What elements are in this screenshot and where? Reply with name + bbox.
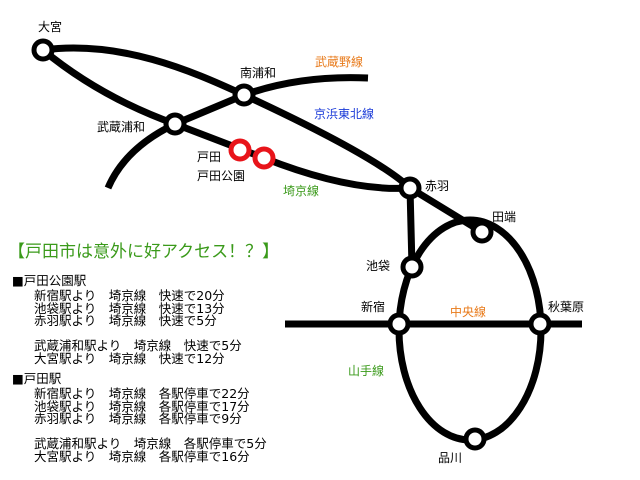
label-musashi-urawa: 武蔵浦和 xyxy=(97,120,146,134)
label-chuo-line: 中央線 xyxy=(450,305,487,319)
section-title-toda-koen: ■戸田公園駅 xyxy=(12,273,87,288)
access-line: 池袋駅より 埼京線 快速で13分 xyxy=(34,300,225,316)
access-list: 新宿駅より 埼京線 快速で20分池袋駅より 埼京線 快速で13分赤羽駅より 埼京… xyxy=(34,288,225,329)
access-line: 赤羽駅より 埼京線 各駅停車で9分 xyxy=(34,411,242,427)
station-toda[interactable] xyxy=(228,138,252,162)
station-akihabara[interactable] xyxy=(528,312,552,336)
label-tabata: 田端 xyxy=(492,210,517,224)
label-musashino-line: 武蔵野線 xyxy=(315,55,364,69)
label-yamanote-line: 山手線 xyxy=(348,364,385,378)
saikyo-line xyxy=(40,47,416,268)
access-line: 武蔵浦和駅より 埼京線 快速で5分 xyxy=(34,338,242,353)
access-line: 新宿駅より 埼京線 各駅停車で22分 xyxy=(34,386,250,401)
access-line: 池袋駅より 埼京線 各駅停車で17分 xyxy=(34,398,250,414)
station-omiya[interactable] xyxy=(31,38,55,62)
label-toda-koen: 戸田公園 xyxy=(197,169,246,183)
label-shinagawa: 品川 xyxy=(438,451,463,465)
station-shinagawa[interactable] xyxy=(463,427,487,451)
label-saikyo-line: 埼京線 xyxy=(283,184,320,198)
label-akabane: 赤羽 xyxy=(425,179,450,193)
access-list: 新宿駅より 埼京線 各駅停車で22分池袋駅より 埼京線 各駅停車で17分赤羽駅よ… xyxy=(34,386,250,427)
station-ikebukuro[interactable] xyxy=(400,255,424,279)
label-akihabara: 秋葉原 xyxy=(548,300,585,314)
access-line: 新宿駅より 埼京線 快速で20分 xyxy=(34,288,225,303)
label-ikebukuro: 池袋 xyxy=(366,259,391,273)
station-akabane[interactable] xyxy=(398,176,422,200)
label-keihin-tohoku-line: 京浜東北線 xyxy=(314,107,375,121)
station-minami-urawa[interactable] xyxy=(232,83,256,107)
access-line: 武蔵浦和駅より 埼京線 各駅停車で5分 xyxy=(34,436,267,451)
yamanote-line xyxy=(395,216,545,444)
station-shinjuku[interactable] xyxy=(387,312,411,336)
access-line: 大宮駅より 埼京線 各駅停車で16分 xyxy=(34,448,250,464)
access-line: 赤羽駅より 埼京線 快速で5分 xyxy=(34,313,217,329)
label-omiya: 大宮 xyxy=(38,20,63,34)
access-list: 武蔵浦和駅より 埼京線 各駅停車で5分大宮駅より 埼京線 各駅停車で16分 xyxy=(34,436,267,464)
station-tabata[interactable] xyxy=(470,220,494,244)
access-list: 武蔵浦和駅より 埼京線 快速で5分大宮駅より 埼京線 快速で12分 xyxy=(34,338,242,366)
station-musashi-urawa[interactable] xyxy=(163,112,187,136)
label-shinjuku: 新宿 xyxy=(361,300,386,314)
access-line: 大宮駅より 埼京線 快速で12分 xyxy=(34,350,225,366)
label-minami-urawa: 南浦和 xyxy=(240,66,277,80)
label-toda: 戸田 xyxy=(197,150,222,164)
heading: 【戸田市は意外に好アクセス！？】 xyxy=(8,242,280,262)
section-title-toda: ■戸田駅 xyxy=(12,371,62,386)
station-toda-koen[interactable] xyxy=(252,146,276,170)
